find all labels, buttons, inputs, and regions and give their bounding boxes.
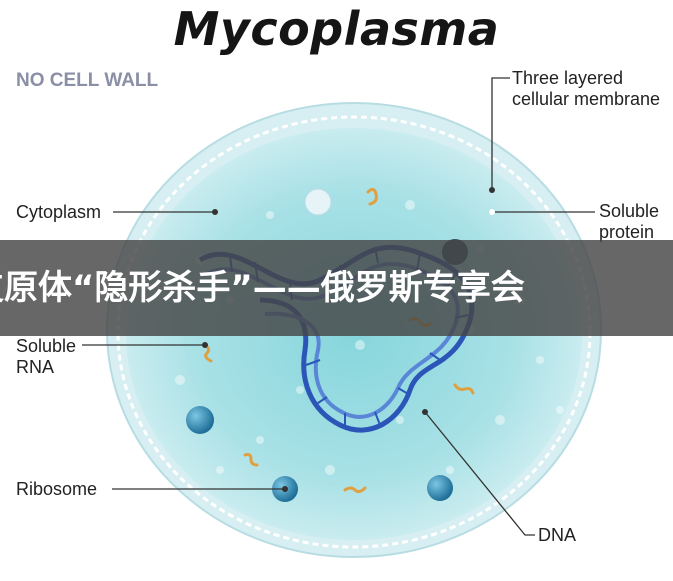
ribosome — [186, 406, 214, 434]
ribosome-light — [304, 188, 332, 216]
label-soluble-protein: Soluble protein — [599, 201, 659, 243]
leader-dot — [202, 342, 208, 348]
leader-lines — [82, 77, 595, 536]
caption-banner: 支原体“隐形杀手”——俄罗斯专享会 — [0, 240, 673, 336]
label-soluble-rna: Soluble RNA — [16, 336, 76, 378]
label-dna: DNA — [538, 525, 577, 545]
label-soluble-protein-line1: Soluble — [599, 201, 660, 221]
leader-dna — [424, 411, 535, 536]
no-cell-wall-note: NO CELL WALL — [16, 70, 159, 91]
diagram-title: Mycoplasma — [173, 2, 500, 56]
label-soluble-rna-line1: Soluble — [16, 336, 77, 356]
leader-dot — [422, 409, 428, 415]
label-soluble-protein-line2: protein — [599, 222, 655, 242]
label-membrane-line2: cellular membrane — [512, 89, 661, 109]
leader-dot — [489, 187, 495, 193]
label-cytoplasm: Cytoplasm — [16, 202, 102, 222]
caption-banner-text: 支原体“隐形杀手”——俄罗斯专享会 — [0, 268, 525, 308]
ribosome — [427, 475, 453, 501]
label-soluble-rna-line2: RNA — [16, 357, 55, 377]
label-ribosome: Ribosome — [16, 479, 98, 499]
leader-dot — [212, 209, 218, 215]
label-membrane-line1: Three layered — [512, 68, 624, 88]
leader-membrane — [491, 77, 510, 190]
leader-dot — [282, 486, 288, 492]
label-membrane: Three layered cellular membrane — [512, 68, 660, 110]
leader-dot — [489, 209, 495, 215]
